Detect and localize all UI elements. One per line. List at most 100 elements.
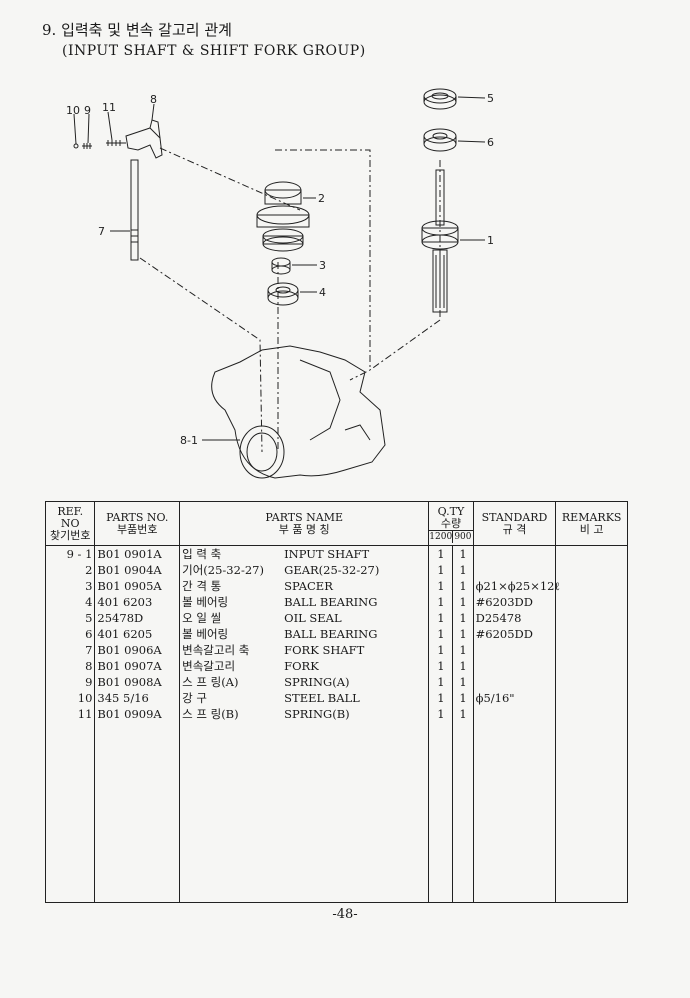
- remarks-cell: [555, 562, 628, 578]
- part-name-korean: 간 격 통: [182, 579, 222, 593]
- standard-cell: [472, 658, 557, 674]
- ref-cell: 9 - 1: [44, 545, 96, 562]
- ref-cell: 3: [44, 578, 96, 594]
- part-no-cell: B01 0908A: [94, 674, 181, 690]
- ref-cell: 9: [44, 674, 96, 690]
- part-no-cell: 401 6203: [94, 594, 181, 610]
- remarks-cell: [555, 674, 628, 690]
- part-name-english: BALL BEARING: [284, 627, 378, 641]
- part-no-cell: 25478D: [94, 610, 181, 626]
- input-shaft-part: [421, 169, 459, 313]
- part-name-korean: 변속갈고리 축: [182, 643, 250, 657]
- bearing-6-part: [423, 128, 457, 152]
- part-name-cell: 스 프 링(B)SPRING(B): [179, 706, 430, 722]
- standard-cell: [472, 674, 557, 690]
- ref-cell: 4: [44, 594, 96, 610]
- remarks-cell: [555, 658, 628, 674]
- part-name-english: SPRING(A): [284, 675, 350, 689]
- part-name-korean: 볼 베어링: [182, 595, 229, 609]
- q900-cell: 1: [452, 706, 474, 722]
- callout-10: 10: [66, 104, 80, 117]
- q1200-cell: 1: [428, 594, 454, 610]
- q1200-cell: 1: [428, 690, 454, 706]
- gear-part: [256, 181, 310, 252]
- part-no-cell: B01 0904A: [94, 562, 181, 578]
- q1200-cell: 1: [428, 562, 454, 578]
- part-no-cell: 401 6205: [94, 626, 181, 642]
- remarks-cell: [555, 610, 628, 626]
- remarks-cell: [555, 626, 628, 642]
- ref-cell: 8: [44, 658, 96, 674]
- remarks-cell: [555, 578, 628, 594]
- ref-cell: 6: [44, 626, 96, 642]
- callout-5: 5: [487, 92, 494, 105]
- standard-cell: ϕ5/16": [472, 690, 557, 706]
- part-name-korean: 기어(25-32-27): [182, 563, 264, 577]
- part-name-english: FORK SHAFT: [284, 643, 365, 657]
- callout-1: 1: [487, 234, 494, 247]
- q1200-cell: 1: [428, 706, 454, 722]
- gearbox-housing: [211, 345, 386, 479]
- standard-cell: #6203DD: [472, 594, 557, 610]
- table-empty-space: [44, 722, 628, 903]
- part-name-korean: 스 프 링(A): [182, 675, 239, 689]
- part-no-cell: B01 0905A: [94, 578, 181, 594]
- parts-no-header: PARTS NO.부품번호: [94, 501, 181, 546]
- part-name-korean: 스 프 링(B): [182, 707, 239, 721]
- q900-cell: 1: [452, 594, 474, 610]
- part-name-korean: 강 구: [182, 691, 207, 705]
- part-name-korean: 오 일 씰: [182, 611, 222, 625]
- q900-cell: 1: [452, 545, 474, 562]
- part-name-english: STEEL BALL: [284, 691, 360, 705]
- q900-cell: 1: [452, 690, 474, 706]
- part-name-english: INPUT SHAFT: [284, 547, 370, 561]
- part-name-cell: 기어(25-32-27) GEAR(25-32-27): [179, 562, 430, 578]
- spring-ball-set: [73, 140, 126, 149]
- part-name-english: BALL BEARING: [284, 595, 378, 609]
- standard-cell: ϕ21×ϕ25×12ℓ: [472, 578, 560, 594]
- part-no-cell: B01 0906A: [94, 642, 181, 658]
- part-name-korean: 볼 베어링: [182, 627, 229, 641]
- standard-cell: D25478: [472, 610, 557, 626]
- part-no-cell: B01 0909A: [94, 706, 181, 722]
- q900-cell: 1: [452, 610, 474, 626]
- q1200-cell: 1: [428, 610, 454, 626]
- remarks-cell: [555, 690, 628, 706]
- standard-cell: [472, 642, 557, 658]
- q1200-cell: 1: [428, 658, 454, 674]
- callout-7: 7: [98, 225, 105, 238]
- bearing-4-part: [267, 282, 299, 306]
- remarks-cell: [555, 594, 628, 610]
- q900-cell: 1: [452, 626, 474, 642]
- fork-shaft-part: [130, 159, 139, 261]
- ref-cell: 11: [44, 706, 96, 722]
- part-name-english: GEAR(25-32-27): [284, 563, 380, 577]
- ref-cell: 2: [44, 562, 96, 578]
- callout-8: 8: [150, 93, 157, 106]
- standard-cell: [472, 545, 557, 562]
- part-name-cell: 강 구 STEEL BALL: [179, 690, 430, 706]
- part-no-cell: B01 0907A: [94, 658, 181, 674]
- q900-cell: 1: [452, 642, 474, 658]
- page-number: -48-: [332, 907, 358, 922]
- part-no-cell: B01 0901A: [94, 545, 181, 562]
- shift-fork-part: [125, 119, 163, 159]
- standard-cell: #6205DD: [472, 626, 557, 642]
- callout-3: 3: [319, 259, 326, 272]
- exploded-parts-diagram: 10 9 11 8 5 6 2 1 7 3 4 8-1: [66, 88, 494, 479]
